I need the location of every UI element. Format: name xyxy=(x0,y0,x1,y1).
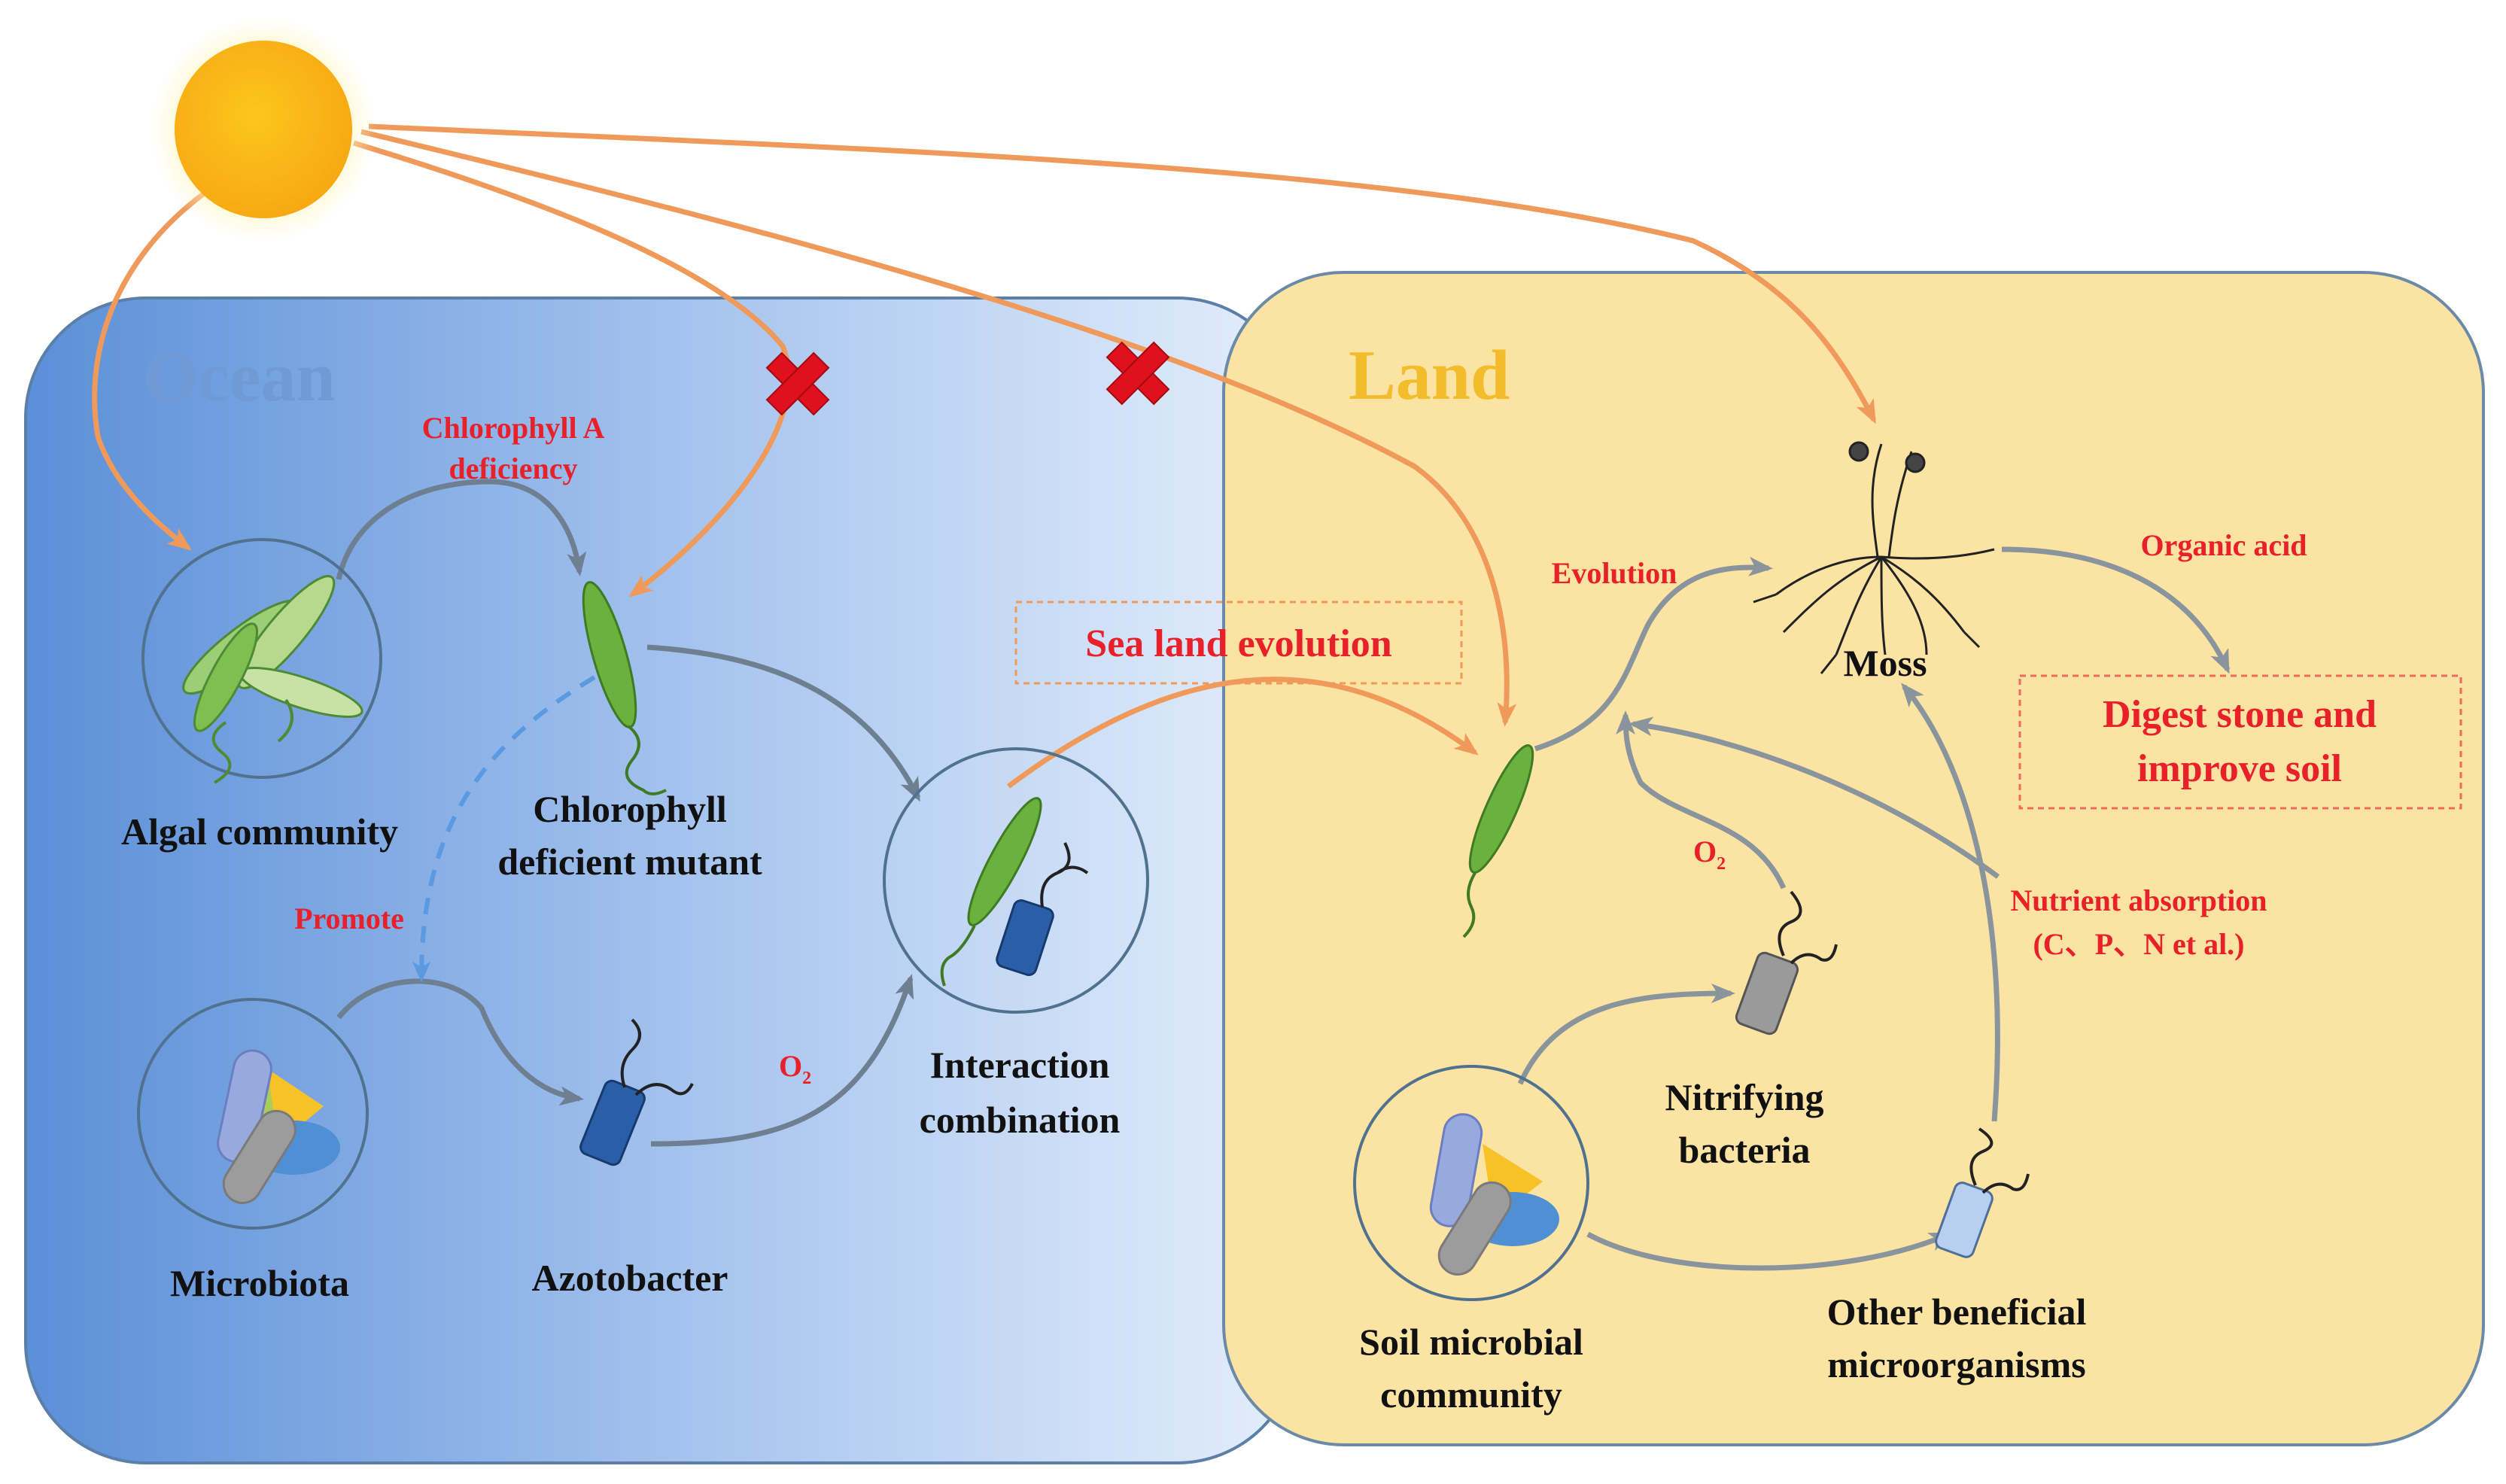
microbiota-to-azotobacter-arrow xyxy=(336,978,584,1106)
o2-land-label: O2 xyxy=(1693,835,1726,874)
soil-to-other-arrow xyxy=(1586,1231,1954,1271)
nitrifying-label-line2: bacteria xyxy=(1679,1129,1811,1171)
chlorophyll-a-label-line1: Chlorophyll A xyxy=(422,411,605,445)
sea-land-evolution-arrow xyxy=(1006,677,1479,789)
promote-label: Promote xyxy=(294,902,404,935)
land-title: Land xyxy=(1349,336,1510,415)
land-region xyxy=(1222,271,2485,1446)
other-label-line2: microorganisms xyxy=(1827,1343,2085,1385)
nitrifying-to-mutant-arrow xyxy=(1616,710,1787,889)
other-to-moss-arrow xyxy=(1901,683,2000,1122)
mutant-label-line1: Chlorophyll xyxy=(533,788,727,830)
azotobacter-icon xyxy=(579,1018,694,1166)
soil-label-line1: Soil microbial xyxy=(1359,1321,1583,1363)
land-mutant-cell-icon xyxy=(1462,744,1534,938)
soil-microbial-community-node xyxy=(1353,1065,1589,1301)
digest-stone-label-line1: Digest stone and xyxy=(2103,693,2377,736)
evolution-label: Evolution xyxy=(1552,556,1677,590)
other-microorganisms-icon xyxy=(1935,1127,2030,1258)
moss-icon xyxy=(1753,441,1995,674)
ocean-title: Ocean xyxy=(143,338,336,416)
interaction-label-line2: combination xyxy=(920,1099,1121,1141)
nutrient-to-evolution-arrow xyxy=(1629,716,2000,879)
moss-to-digest-arrow xyxy=(2001,546,2231,674)
algae-to-mutant-arrow xyxy=(336,479,587,580)
sun-to-mutant-blocked-arrow xyxy=(352,140,792,598)
land-flow-arrows xyxy=(1517,546,2231,1271)
azotobacter-to-interaction-arrow xyxy=(650,974,914,1147)
sea-land-evolution-label: Sea land evolution xyxy=(1085,622,1391,665)
microbiota-node xyxy=(137,998,369,1230)
digest-stone-box xyxy=(2018,674,2462,810)
algal-community-node xyxy=(141,538,382,784)
promote-dashed-arrow xyxy=(412,675,596,983)
other-label-line1: Other beneficial xyxy=(1827,1291,2087,1333)
mutant-cell-icon xyxy=(582,581,667,795)
ocean-flow-arrows xyxy=(336,479,921,1147)
soil-label-line2: community xyxy=(1380,1373,1562,1416)
evolution-arrow xyxy=(1534,556,1773,752)
nutrient-absorption-label-line2: (C、P、N et al.) xyxy=(2033,927,2244,961)
digest-stone-label-line2: improve soil xyxy=(2137,747,2342,790)
microbes-cluster-icon xyxy=(217,1049,340,1204)
sun-icon xyxy=(151,17,376,242)
azotobacter-label: Azotobacter xyxy=(532,1257,728,1299)
moss-label: Moss xyxy=(1843,642,1927,684)
sun-to-land-blocked-arrow xyxy=(360,129,1517,727)
nutrient-absorption-label-line1: Nutrient absorption xyxy=(2010,883,2267,917)
blocked-cross-icon xyxy=(765,351,830,416)
sun-to-algae-arrow xyxy=(92,192,205,551)
algae-cells-icon xyxy=(182,575,363,784)
mutant-to-interaction-arrow xyxy=(646,644,921,802)
chlorophyll-a-label-line2: deficiency xyxy=(449,452,577,485)
soil-to-nitrifying-arrow xyxy=(1517,984,1735,1085)
nitrifying-bacteria-icon xyxy=(1735,890,1838,1035)
sea-land-evolution-box xyxy=(1014,601,1463,685)
mutant-label-line2: deficient mutant xyxy=(497,841,762,883)
sun-to-moss-arrow xyxy=(368,123,1877,424)
interaction-label-line1: Interaction xyxy=(930,1044,1110,1086)
sunlight-arrows xyxy=(92,123,1877,789)
nitrifying-label-line1: Nitrifying xyxy=(1665,1076,1823,1118)
algal-community-label: Algal community xyxy=(121,810,398,853)
interaction-combination-node xyxy=(883,747,1149,1014)
organic-acid-label: Organic acid xyxy=(2140,528,2307,562)
o2-ocean-label: O2 xyxy=(779,1049,811,1088)
soil-microbes-icon xyxy=(1429,1113,1559,1276)
blocked-cross-icon xyxy=(1105,341,1170,406)
microbiota-label: Microbiota xyxy=(170,1262,349,1304)
